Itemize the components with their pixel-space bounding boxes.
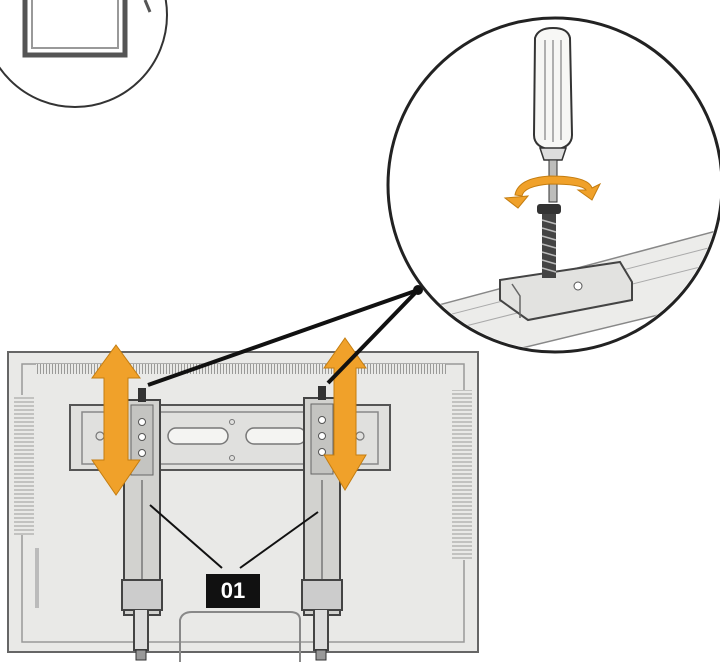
screw-detail-zoom xyxy=(386,16,720,354)
callout-leader-right xyxy=(239,511,319,569)
right-vent xyxy=(452,390,472,560)
callout-leader-left xyxy=(149,504,223,569)
top-vent xyxy=(36,364,446,374)
zoom-leader-left xyxy=(147,288,419,387)
left-vent xyxy=(14,395,34,535)
left-adjust-arrow xyxy=(91,344,141,496)
callout-label-01: 01 xyxy=(206,574,260,608)
previous-step-detail xyxy=(0,0,168,108)
zoom-leader-right xyxy=(326,288,420,385)
tv-back-panel xyxy=(7,351,479,662)
